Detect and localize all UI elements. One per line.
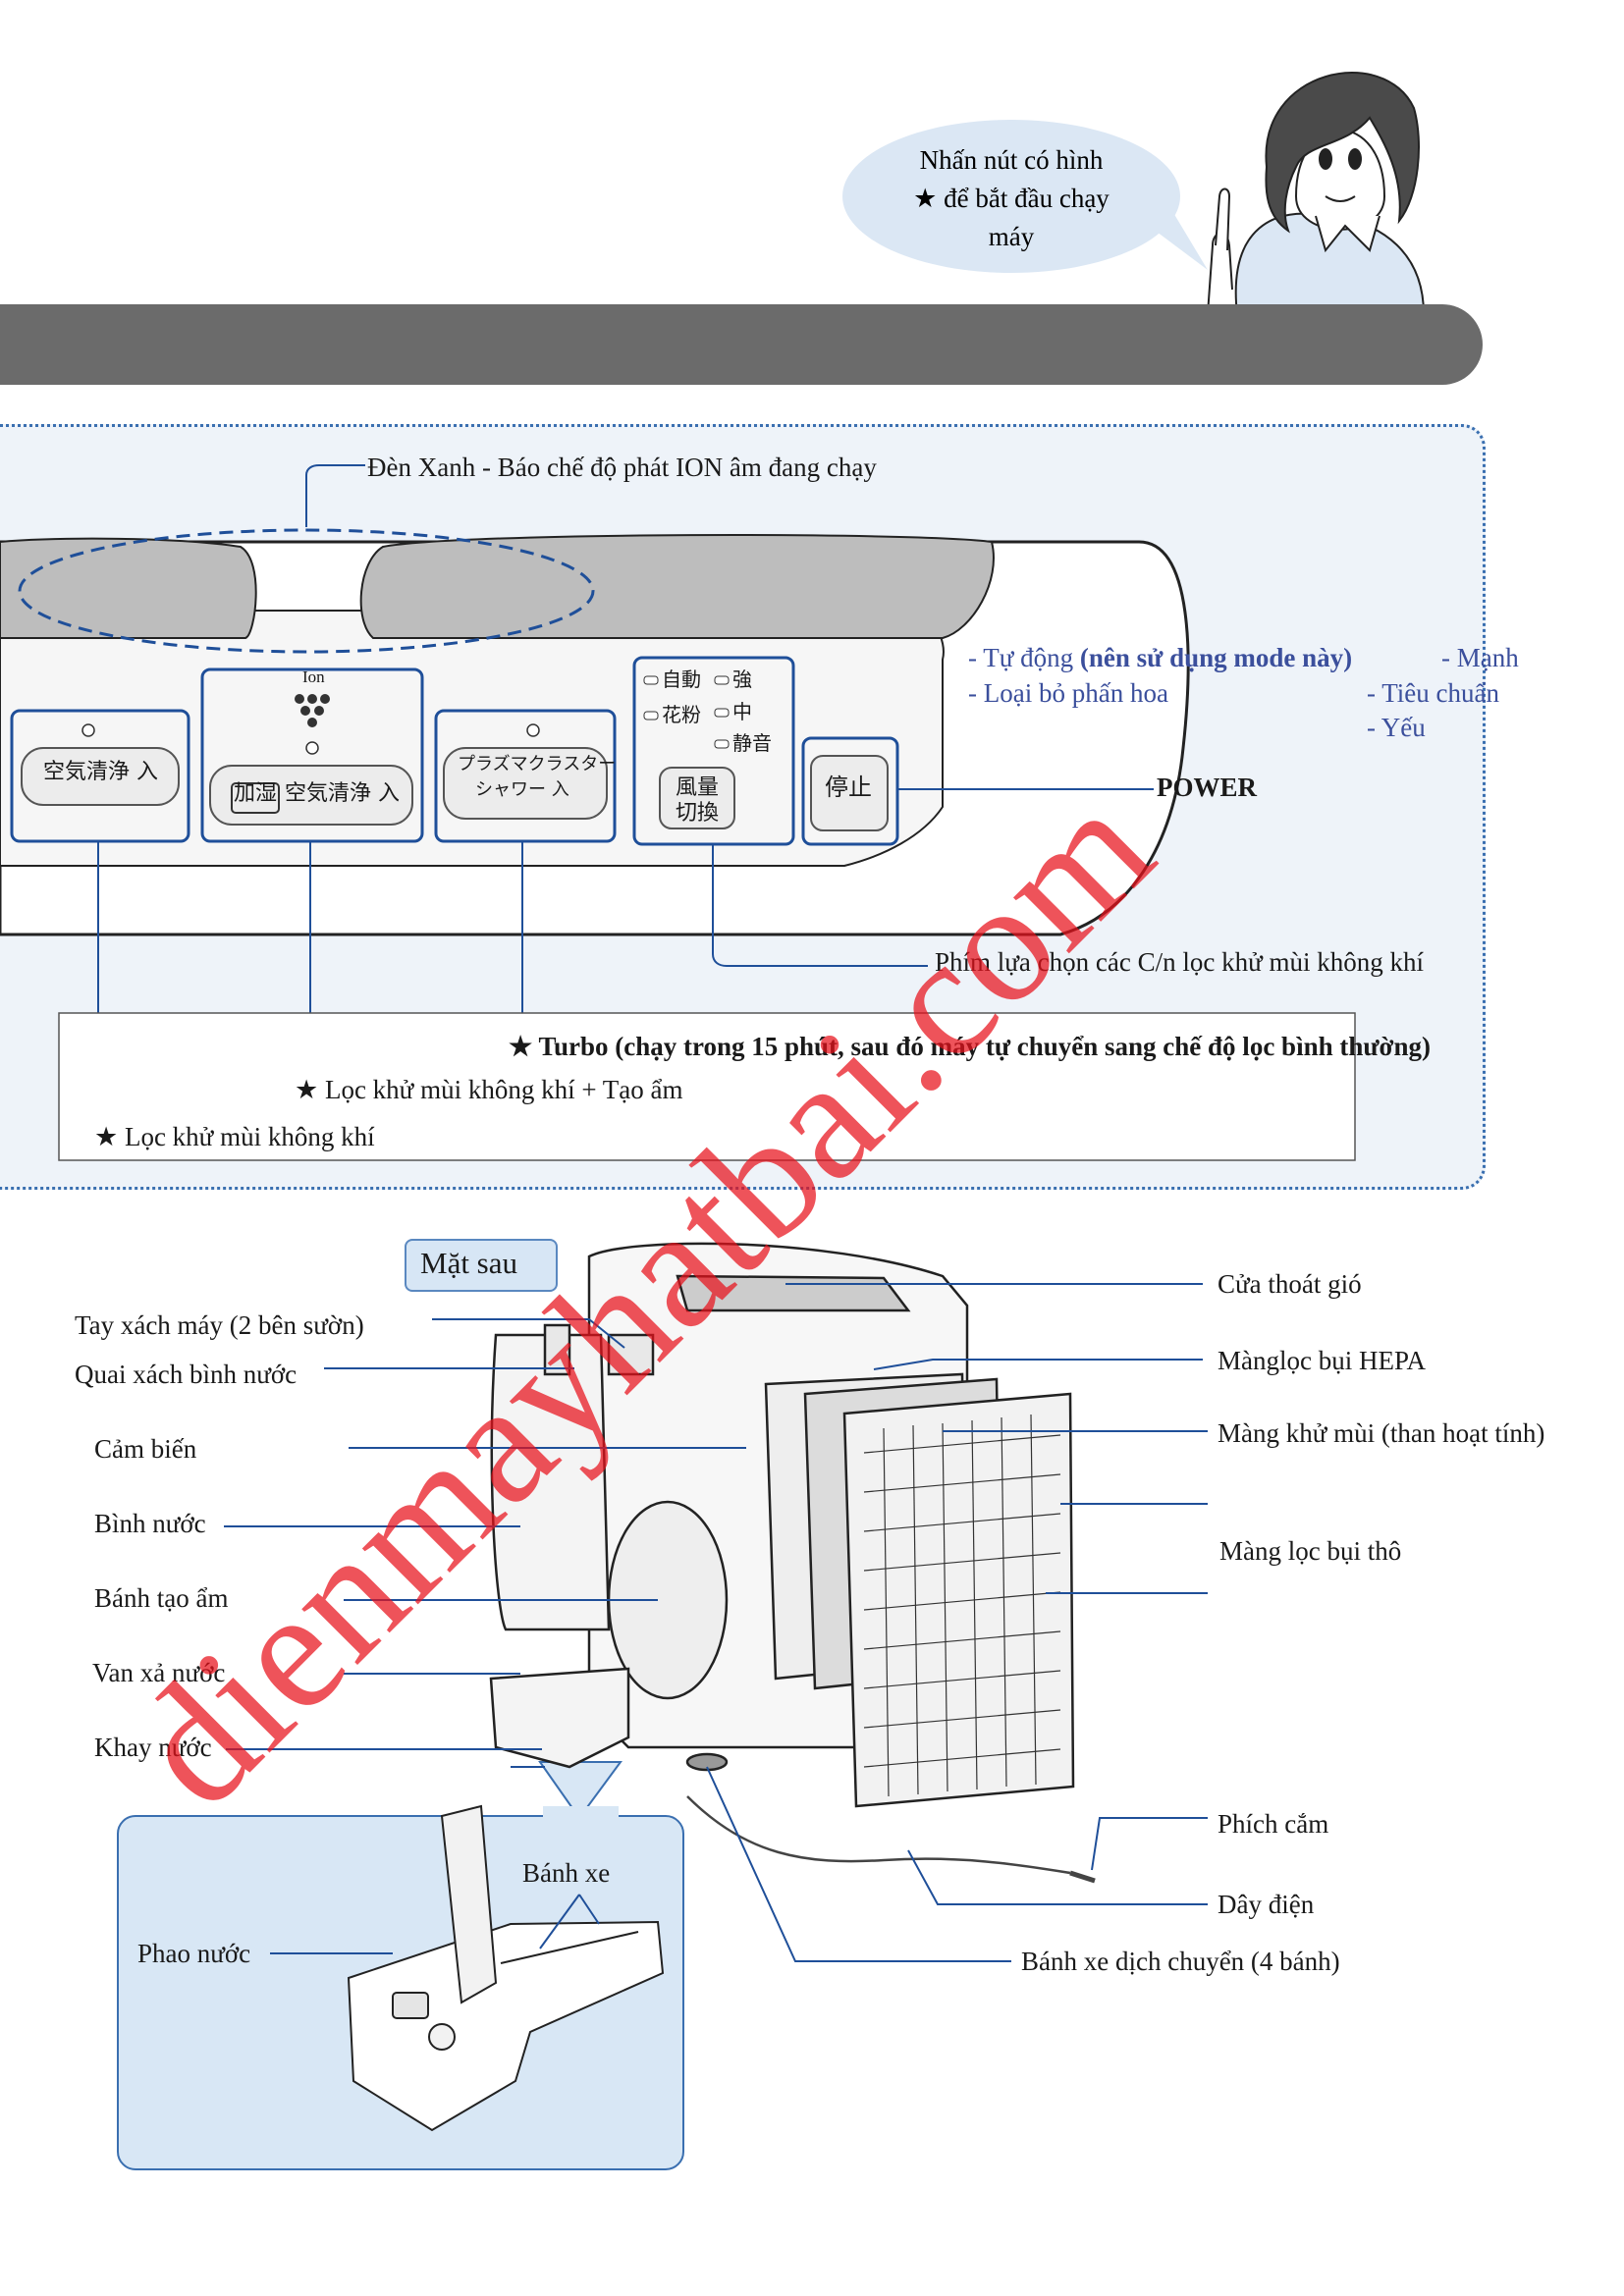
- deodorizing-filter-label: Màng khử mùi (than hoạt tính): [1218, 1418, 1545, 1448]
- plasma-shower-button[interactable]: [443, 747, 608, 820]
- air-clean-button-label: 空気清浄 入: [43, 760, 158, 784]
- air-clean-button[interactable]: [21, 747, 180, 806]
- float-label: Phao nước: [137, 1939, 251, 1968]
- ion-symbol-text: Ion: [302, 667, 325, 686]
- inset-wheel-label: Bánh xe: [522, 1858, 611, 1888]
- power-label: POWER: [1157, 773, 1258, 802]
- top-illustration: Nhấn nút có hình ★ để bắt đầu chạy máy: [842, 72, 1426, 314]
- stop-button[interactable]: [810, 755, 889, 831]
- plasma-button-line2: シャワー 入: [475, 779, 569, 800]
- stop-button-label: 停止: [825, 774, 872, 801]
- humidify-prefix-label: 加湿: [234, 781, 278, 806]
- power-cord-label: Dây điện: [1218, 1890, 1315, 1919]
- humidify-wheel-label: Bánh tạo ẩm: [94, 1583, 229, 1613]
- fan-weak-text: - Yếu: [1367, 713, 1426, 742]
- purifier-unit: [489, 1242, 1075, 1808]
- speech-bubble: [842, 120, 1180, 273]
- section-header-bar: [0, 304, 1483, 385]
- fan-strong-label: 強: [732, 667, 752, 691]
- plasma-button-line1: プラズマクラスター: [458, 754, 617, 774]
- air-clean-mode-label: ★ Lọc khử mùi không khí: [94, 1122, 375, 1151]
- ion-light-label: Đèn Xanh - Báo chế độ phát ION âm đang c…: [367, 453, 877, 482]
- tank-handle-label: Quai xách bình nước: [75, 1360, 298, 1389]
- humidify-mode-label: ★ Lọc khử mùi không khí + Tạo ẩm: [295, 1075, 683, 1104]
- rear-view-title: Mặt sau: [420, 1246, 518, 1280]
- coarse-filter-grid: [863, 1414, 1061, 1797]
- ion-icon: [295, 694, 330, 727]
- humidify-air-clean-button[interactable]: [209, 765, 413, 826]
- filter-mode-key-label: Phím lựa chọn các C/n lọc khử mùi không …: [935, 947, 1424, 977]
- fan-quiet-label: 静音: [732, 731, 772, 755]
- sensor-label: Cảm biến: [94, 1434, 197, 1464]
- control-panel-drawing: [0, 464, 1356, 1161]
- bubble-line-1: Nhấn nút có hình: [920, 145, 1104, 175]
- ion-light-highlight: [18, 528, 595, 654]
- rear-view-drawing: [117, 1242, 1208, 2170]
- bubble-line-2: ★ để bắt đầu chạy: [913, 184, 1110, 213]
- fan-switch-line2: 切換: [676, 801, 720, 826]
- water-tray-illustration: [347, 1804, 665, 2132]
- mode-auto-text: - Tự động (nên sử dụng mode này): [968, 643, 1353, 672]
- casters-label: Bánh xe dịch chuyển (4 bánh): [1021, 1947, 1340, 1976]
- fan-strong-text: - Mạnh: [1441, 643, 1519, 672]
- humidify-button-label: 空気清浄 入: [285, 781, 400, 806]
- water-tray-label: Khay nước: [94, 1733, 212, 1762]
- fan-medium-label: 中: [732, 700, 752, 723]
- handle-label: Tay xách máy (2 bên sườn): [75, 1310, 364, 1340]
- drain-valve-label: Van xả nước: [92, 1658, 226, 1687]
- air-outlet-label: Cửa thoát gió: [1218, 1269, 1362, 1299]
- mode-pollen-text: - Loại bỏ phấn hoa: [968, 678, 1168, 708]
- plug-label: Phích cắm: [1218, 1809, 1329, 1839]
- button-legend-box: [58, 1012, 1356, 1161]
- hepa-filter-label: Mànglọc bụi HEPA: [1218, 1346, 1427, 1375]
- mode-auto-label: 自動: [662, 667, 701, 691]
- coarse-filter-label: Màng lọc bụi thô: [1219, 1536, 1402, 1566]
- fan-standard-text: - Tiêu chuẩn: [1367, 678, 1499, 708]
- woman-illustration: [1207, 72, 1426, 314]
- bubble-line-3: máy: [989, 222, 1035, 251]
- mode-pollen-label: 花粉: [662, 703, 701, 726]
- fan-switch-line1: 風量: [676, 775, 720, 800]
- rear-view-title-box: [405, 1239, 558, 1292]
- fan-switch-button[interactable]: [659, 767, 735, 829]
- water-tank-label: Bình nước: [94, 1509, 206, 1538]
- turbo-label: ★ Turbo (chạy trong 15 phút, sau đó máy …: [509, 1032, 1432, 1061]
